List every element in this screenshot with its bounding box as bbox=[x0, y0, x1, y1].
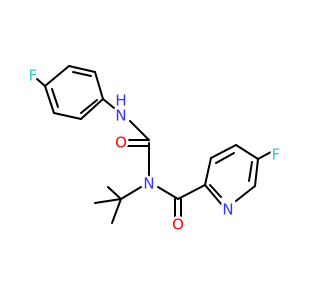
bond-tbutyl-3 bbox=[107, 186, 122, 200]
bond-ring2-3 bbox=[235, 144, 259, 160]
amine-nitrogen-label: N bbox=[143, 175, 154, 193]
bond-tbutyl-1 bbox=[94, 198, 122, 204]
bond-f-ring1 bbox=[36, 78, 46, 87]
fluorine-top-label: F bbox=[29, 67, 38, 85]
bond-ring2-double-c bbox=[209, 184, 222, 198]
bond-nh-carbonyl bbox=[129, 120, 150, 141]
pyridine-nitrogen-label: N bbox=[222, 201, 233, 219]
bond-amine-amide-carbon bbox=[157, 186, 179, 200]
amide-nitrogen-label: N bbox=[115, 107, 126, 125]
bond-ring1-6 bbox=[44, 85, 55, 114]
bond-ring1-double-b bbox=[80, 99, 98, 114]
bond-ring1-4 bbox=[80, 98, 104, 120]
bond-ring1-double-c bbox=[51, 88, 59, 108]
bond-ring2-1 bbox=[204, 157, 212, 186]
bond-amide-pyridine bbox=[177, 184, 206, 200]
fluorine-right-label: F bbox=[272, 146, 281, 164]
bond-tbutyl-2 bbox=[111, 198, 122, 224]
oxygen-bottom-label: O bbox=[172, 216, 184, 234]
molecule-structure: F N H O F N N O bbox=[28, 65, 281, 234]
bond-ring2-double-b bbox=[248, 161, 253, 182]
bond-ring1-2 bbox=[68, 65, 96, 73]
fluorophenyl-ring bbox=[44, 65, 104, 120]
bond-ring2-2 bbox=[210, 144, 237, 159]
bond-ring2-5 bbox=[235, 185, 256, 202]
bond-pyridine-f bbox=[257, 151, 272, 160]
bond-ring1-5 bbox=[53, 112, 82, 120]
bond-amine-tbutyl bbox=[120, 186, 142, 200]
bond-ring1-double-a bbox=[72, 71, 92, 77]
oxygen-top-label: O bbox=[115, 134, 127, 152]
molecule-canvas: F N H O F N N O bbox=[28, 65, 281, 234]
bond-ring2-double-a bbox=[215, 152, 235, 164]
bond-ring1-3 bbox=[94, 71, 104, 100]
amide-hydrogen-label: H bbox=[115, 92, 126, 110]
bond-ring1-1 bbox=[44, 65, 70, 87]
bond-ring2-6 bbox=[204, 184, 223, 206]
bond-ring2-4 bbox=[254, 158, 259, 187]
fluoropyridine-ring bbox=[204, 144, 259, 206]
bond-ring1-nh bbox=[102, 98, 120, 113]
